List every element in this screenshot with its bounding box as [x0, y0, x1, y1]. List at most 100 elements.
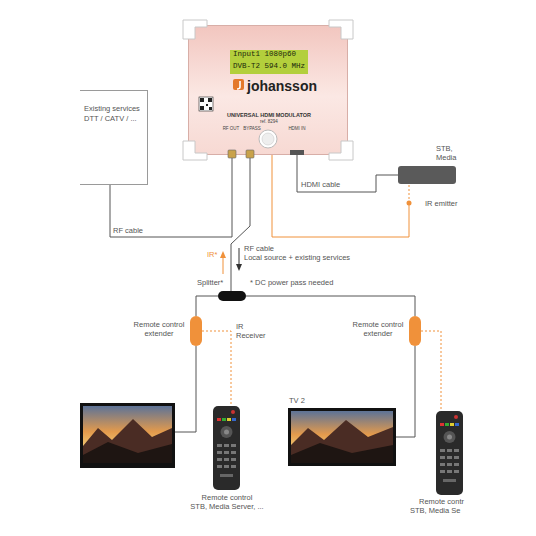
remote-button: [224, 444, 229, 447]
cable-line: [110, 155, 232, 237]
cable-label: HDMI cable: [301, 180, 340, 189]
remote-button: [231, 410, 235, 414]
stb-device: STB, Media: [398, 166, 456, 184]
ir-leader: [421, 331, 441, 410]
remote-button: [217, 418, 221, 421]
qr-code: [200, 98, 204, 102]
tv-screen: [83, 406, 172, 463]
cable-connector: [297, 155, 398, 192]
qr-code: [199, 97, 213, 111]
cable-line: [196, 296, 218, 316]
hdmi-port: [290, 150, 304, 155]
qr-code: [208, 98, 212, 102]
ir-arrow: [220, 251, 226, 258]
mounting-clip: [329, 141, 353, 160]
tv-wire: [396, 346, 415, 437]
remote-button: [217, 451, 222, 454]
remote-control: [213, 406, 240, 490]
lcd-line: Input1 1080p60: [230, 50, 308, 62]
annotation-label: * DC power pass needed: [250, 278, 360, 287]
tv-wire: [175, 346, 196, 432]
remote-button: [220, 474, 233, 477]
extender-label: Remote control extender: [132, 320, 186, 338]
annotation-label: STB, Media Server, ...: [167, 502, 287, 511]
remote-dpad: [221, 426, 233, 438]
rf-port: [246, 150, 254, 158]
modulator-device: Input1 1080p60DVB-T2 594.0 MHz johanssonU…: [188, 25, 348, 155]
annotation-label: RF cable: [244, 244, 304, 253]
mounting-clip: [329, 20, 353, 39]
remote-button: [232, 418, 236, 421]
qr-code: [206, 104, 208, 106]
tv-screen: [291, 411, 393, 463]
signal-arrow: [239, 248, 240, 265]
qr-code: [200, 106, 204, 110]
cable-line: [409, 184, 410, 203]
remote-control: [436, 411, 463, 495]
annotation-label: IR Receiver: [236, 322, 272, 340]
remote-extender: Remote control extender: [409, 316, 421, 346]
cable-line: [297, 155, 398, 192]
cable-connector: [246, 296, 415, 316]
tv-mountain: [291, 420, 393, 463]
rf-port: [228, 150, 236, 158]
cable-line: [231, 155, 250, 291]
cable-label: RF cable: [113, 226, 143, 235]
remote-button: [231, 444, 236, 447]
annotation-label: Local source + existing services: [244, 253, 374, 262]
cable-line: [246, 296, 415, 316]
remote-button: [231, 465, 236, 468]
remote-button: [217, 444, 222, 447]
remote-extender: Remote control extender: [190, 316, 202, 346]
control-knob: [259, 130, 277, 148]
remote-button: [231, 451, 236, 454]
cable-connector: [272, 155, 409, 237]
cable-connector: [110, 155, 232, 237]
remote-button: [224, 465, 229, 468]
annotation-label: IR*: [207, 250, 227, 259]
tv-foreground: [291, 443, 393, 463]
ir-arrow: [223, 257, 224, 274]
remote-button: [217, 458, 222, 461]
remote-button: [224, 451, 229, 454]
annotation-label: BYPASS: [240, 126, 264, 131]
cable-line: [272, 155, 409, 237]
annotation-label: Remote contr: [419, 497, 479, 506]
service-bracket: Existing servicesDTT / CATV / ...: [80, 90, 148, 185]
extender-label: Remote control extender: [351, 320, 405, 338]
remote-button: [222, 418, 226, 421]
remote-button: [227, 418, 231, 421]
remote-dpad: [224, 430, 229, 435]
ref-number: ref. 8294: [199, 119, 339, 124]
tv-mountain: [83, 419, 172, 463]
annotation-label: TV 2: [289, 396, 319, 405]
lcd-line: DVB-T2 594.0 MHz: [230, 62, 308, 74]
mounting-clip: [183, 20, 207, 39]
brand-logo: johansson: [247, 78, 342, 94]
tv-frame: [288, 408, 396, 466]
splitter: Splitter*: [218, 291, 246, 301]
remote-button: [231, 458, 236, 461]
remote-button: [217, 465, 222, 468]
brand-icon: [233, 79, 244, 90]
service-types: DTT / CATV / ...: [84, 114, 146, 123]
qr-code: [209, 107, 212, 110]
annotation-label: Remote control: [182, 493, 272, 502]
device-label: STB, Media: [436, 144, 463, 162]
control-knob: [262, 133, 274, 145]
brand-icon: [237, 81, 240, 89]
tv-frame: [80, 403, 175, 468]
signal-arrow: [236, 264, 242, 271]
annotation-label: RF OUT: [219, 126, 243, 131]
annotation-label: HDMI IN: [285, 126, 309, 131]
ir-emitter-dot: [407, 201, 412, 206]
mounting-clip: [183, 141, 207, 160]
remote-button: [224, 458, 229, 461]
cable-connector: [196, 296, 218, 316]
product-name: UNIVERSAL HDMI MODULATOR: [199, 112, 339, 118]
